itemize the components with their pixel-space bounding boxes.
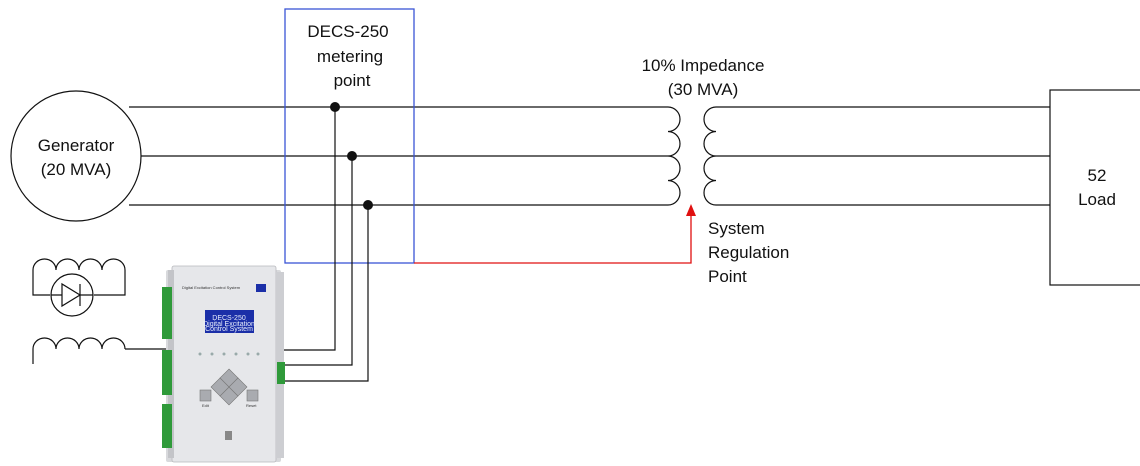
junction-dot-c xyxy=(363,200,373,210)
basler-logo-icon xyxy=(256,284,266,292)
bus-lines xyxy=(129,106,1050,206)
screen-line3: Control System xyxy=(205,326,253,333)
key-right-icon[interactable] xyxy=(228,377,248,397)
regulation-label-line3: Point xyxy=(708,267,747,286)
load-block: 52 Load xyxy=(1049,89,1140,286)
metering-label-line3: point xyxy=(334,71,371,90)
device-body xyxy=(171,265,277,463)
load-label-line2: Load xyxy=(1078,190,1116,209)
junction-dot-b xyxy=(347,151,357,161)
decs-250-device: Digital Excitation Control System DECS-2… xyxy=(162,265,285,463)
metering-point: DECS-250 metering point xyxy=(284,8,415,264)
reset-key-label: Reset xyxy=(246,403,257,408)
led-4 xyxy=(234,352,238,356)
generator-label-line1: Generator xyxy=(38,136,115,155)
regulation-label-line1: System xyxy=(708,219,765,238)
led-2 xyxy=(210,352,214,356)
regulation-signal xyxy=(414,204,696,264)
metering-box xyxy=(284,8,415,264)
regulation-label-line2: Regulation xyxy=(708,243,789,262)
generator-circle xyxy=(10,90,142,222)
impedance-label-line1: 10% Impedance xyxy=(642,56,765,75)
load-label-line1: 52 xyxy=(1088,166,1107,185)
reset-key[interactable] xyxy=(246,389,259,402)
device-side-text: Digital Excitation Control System xyxy=(182,285,241,290)
terminal-block-bottom xyxy=(162,404,172,448)
generator-label-line2: (20 MVA) xyxy=(41,160,112,179)
impedance-coils xyxy=(667,106,717,206)
tap-phase-b xyxy=(282,156,353,366)
secondary-coil xyxy=(703,106,717,206)
terminal-block-top xyxy=(162,287,172,339)
diode-wire-left xyxy=(32,270,50,296)
field-coil-top xyxy=(32,258,126,271)
status-leds xyxy=(198,352,260,356)
metering-label-line2: metering xyxy=(317,47,383,66)
led-1 xyxy=(198,352,202,356)
usb-port-icon xyxy=(225,431,232,440)
junction-dot-a xyxy=(330,102,340,112)
diode-triangle-icon xyxy=(61,282,82,308)
regulation-arrow-icon xyxy=(686,204,696,216)
impedance-label-line2: (30 MVA) xyxy=(668,80,739,99)
terminal-block-right xyxy=(277,362,285,384)
exciter-circuit xyxy=(32,258,166,364)
led-3 xyxy=(222,352,226,356)
primary-coil xyxy=(667,106,681,206)
edit-key[interactable] xyxy=(199,389,212,402)
load-box xyxy=(1049,89,1140,286)
sensing-taps xyxy=(282,107,369,382)
screen-line2: Digital Excitation xyxy=(203,321,255,328)
tap-phase-a xyxy=(282,107,336,351)
device-screen xyxy=(205,310,254,333)
diode-wire-right xyxy=(94,270,126,296)
metering-label-line1: DECS-250 xyxy=(307,22,388,41)
led-5 xyxy=(246,352,250,356)
device-keypad: Edit Reset xyxy=(199,368,259,408)
key-left-icon[interactable] xyxy=(210,377,230,397)
edit-key-label: Edit xyxy=(202,403,210,408)
led-6 xyxy=(256,352,260,356)
tap-phase-c xyxy=(282,205,369,382)
screen-line1: DECS-250 xyxy=(212,315,246,322)
generator-symbol: Generator (20 MVA) xyxy=(10,90,142,222)
field-coil-bottom xyxy=(32,337,126,350)
regulation-signal-line xyxy=(414,215,692,264)
terminal-block-middle xyxy=(162,350,172,395)
